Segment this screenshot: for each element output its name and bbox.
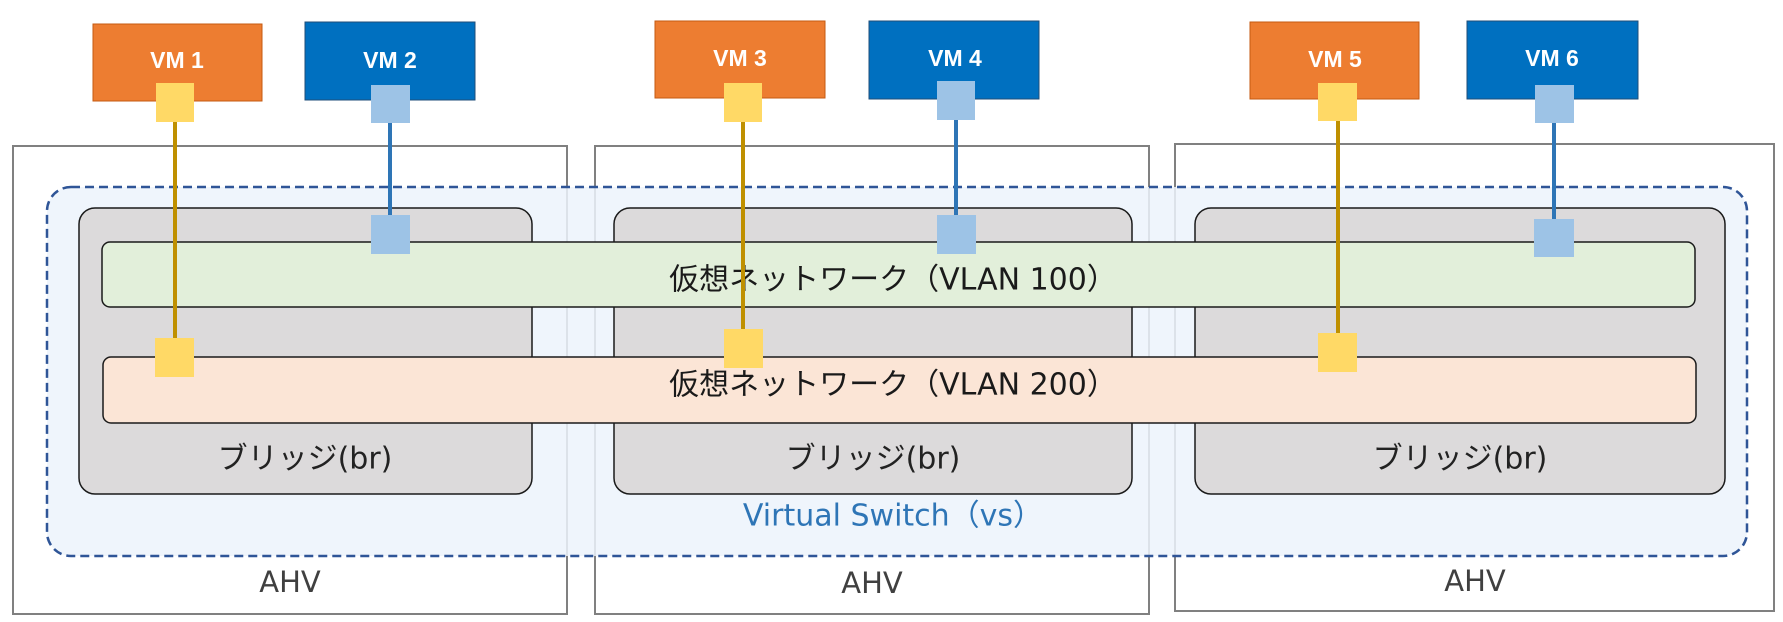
vm-1-port <box>156 83 194 122</box>
vm-3-label: VM 3 <box>713 45 767 71</box>
vm-4-label: VM 4 <box>928 45 982 71</box>
ahv-host-2-label: AHV <box>841 566 903 600</box>
vm-3-port <box>724 83 762 122</box>
bridge-1-label: ブリッジ(br) <box>218 442 393 477</box>
vm-4-network-port <box>937 215 976 254</box>
ahv-host-1-label: AHV <box>259 565 321 599</box>
vm-5-port <box>1318 83 1357 121</box>
vlan-100-label: 仮想ネットワーク（VLAN 100） <box>669 263 1117 298</box>
bridge-3-label: ブリッジ(br) <box>1373 442 1548 477</box>
vm-6-port <box>1535 85 1574 123</box>
virtual-switch-label: Virtual Switch（vs） <box>743 499 1043 534</box>
vm-6-network-port <box>1534 219 1574 257</box>
vm-5-network-port <box>1318 333 1357 372</box>
vm-2-port <box>371 85 410 123</box>
vlan-200-bar <box>102 356 1697 424</box>
vm-3-network-port <box>724 329 763 368</box>
vm-1-network-port <box>155 338 194 377</box>
vm-2-label: VM 2 <box>363 47 417 73</box>
vlan-100-bar <box>101 241 1696 308</box>
vm-1-label: VM 1 <box>150 47 204 73</box>
vlan-200-label: 仮想ネットワーク（VLAN 200） <box>669 368 1117 403</box>
bridge-2-label: ブリッジ(br) <box>786 442 961 477</box>
vm-5-label: VM 5 <box>1308 46 1362 72</box>
vm-2-network-port <box>371 215 410 254</box>
vm-6-label: VM 6 <box>1525 45 1579 71</box>
ahv-host-3-label: AHV <box>1444 564 1506 598</box>
vm-4-port <box>937 81 975 120</box>
